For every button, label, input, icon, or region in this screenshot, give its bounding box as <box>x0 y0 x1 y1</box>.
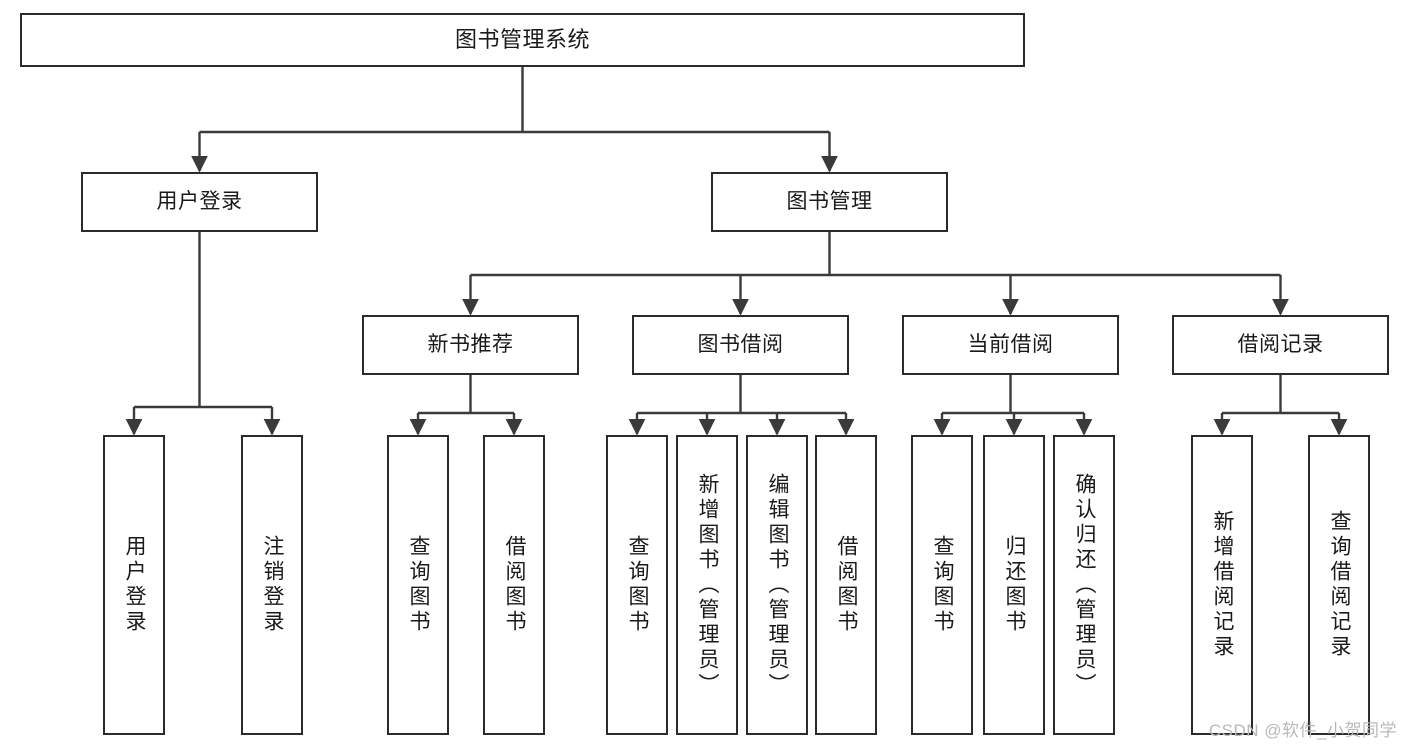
node-b_borrow[interactable]: 借阅图书 <box>815 435 877 735</box>
node-label: 借阅图书 <box>503 535 527 635</box>
node-label: 图书借阅 <box>697 332 784 356</box>
node-label: 查询图书 <box>407 535 431 635</box>
node-borrow[interactable]: 图书借阅 <box>632 315 849 375</box>
node-r_add[interactable]: 新增借阅记录 <box>1191 435 1253 735</box>
node-l_logout[interactable]: 注销登录 <box>241 435 303 735</box>
node-newbook[interactable]: 新书推荐 <box>362 315 579 375</box>
watermark: CSDN @软件_小贺同学 <box>1208 721 1397 740</box>
node-label: 图书管理系统 <box>454 27 590 53</box>
node-records[interactable]: 借阅记录 <box>1172 315 1389 375</box>
node-c_query[interactable]: 查询图书 <box>911 435 973 735</box>
node-n_borrow[interactable]: 借阅图书 <box>483 435 545 735</box>
node-bookmgmt[interactable]: 图书管理 <box>711 172 948 232</box>
node-b_edit[interactable]: 编辑图书（管理员） <box>746 435 808 735</box>
node-label: 注销登录 <box>261 535 285 635</box>
node-label: 查询图书 <box>931 535 955 635</box>
node-r_query[interactable]: 查询借阅记录 <box>1308 435 1370 735</box>
node-b_query[interactable]: 查询图书 <box>606 435 668 735</box>
node-label: 确认归还（管理员） <box>1073 472 1097 698</box>
node-label: 查询借阅记录 <box>1328 510 1352 660</box>
node-current[interactable]: 当前借阅 <box>902 315 1119 375</box>
node-label: 归还图书 <box>1003 535 1027 635</box>
node-label: 编辑图书（管理员） <box>766 472 790 698</box>
node-l_login[interactable]: 用户登录 <box>103 435 165 735</box>
node-label: 借阅记录 <box>1237 332 1324 356</box>
node-b_add[interactable]: 新增图书（管理员） <box>676 435 738 735</box>
node-label: 图书管理 <box>786 189 873 213</box>
node-label: 新书推荐 <box>427 332 514 356</box>
edge-paths <box>125 67 1348 436</box>
node-n_query[interactable]: 查询图书 <box>387 435 449 735</box>
node-label: 借阅图书 <box>835 535 859 635</box>
node-c_return[interactable]: 归还图书 <box>983 435 1045 735</box>
node-c_confirm[interactable]: 确认归还（管理员） <box>1053 435 1115 735</box>
node-label: 用户登录 <box>156 189 243 213</box>
node-label: 新增图书（管理员） <box>696 472 720 698</box>
node-root[interactable]: 图书管理系统 <box>20 13 1025 67</box>
node-label: 新增借阅记录 <box>1211 510 1235 660</box>
node-login[interactable]: 用户登录 <box>81 172 318 232</box>
node-label: 当前借阅 <box>967 332 1054 356</box>
node-label: 查询图书 <box>626 535 650 635</box>
node-label: 用户登录 <box>123 535 147 635</box>
